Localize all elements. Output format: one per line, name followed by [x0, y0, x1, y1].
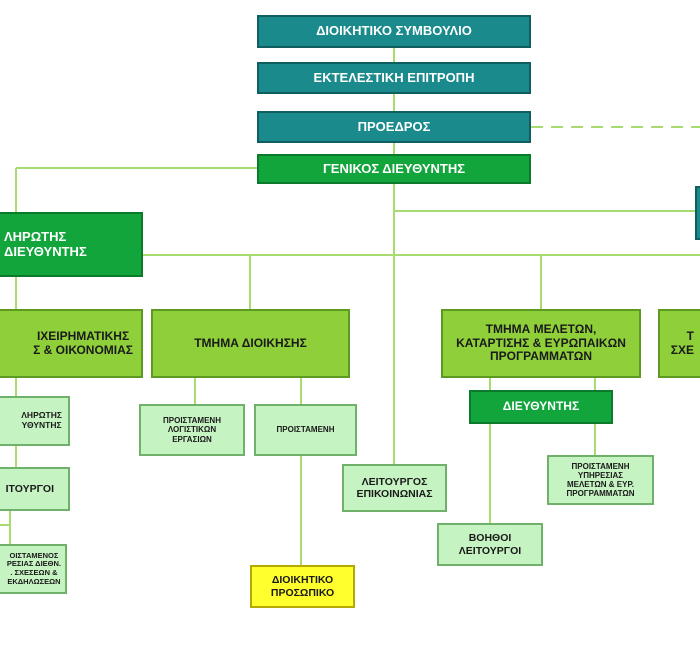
department-administration: ΤΜΗΜΑ ΔΙΟΙΚΗΣΗΣ [151, 309, 350, 378]
business-head-intl-box: ΟΙΣΤΑΜΕΝΟΣ ΡΕΣΙΑΣ ΔΙΕΘΝ. . ΣΧΕΣΕΩΝ & ΕΚΔ… [0, 544, 67, 594]
business-officers-box: ΙΤΟΥΡΓΟΙ [0, 467, 70, 511]
general-director-box: ΓΕΝΙΚΟΣ ΔΙΕΥΘΥΝΤΗΣ [257, 154, 531, 184]
right-edge-box [695, 186, 700, 240]
studies-director-box: ΔΙΕΥΘΥΝΤΗΣ [469, 390, 613, 424]
admin-staff-box: ΔΙΟΙΚΗΤΙΚΟ ΠΡΟΣΩΠΙΚΟ [250, 565, 355, 608]
board-box: ΔΙΟΙΚΗΤΙΚΟ ΣΥΜΒΟΥΛΙΟ [257, 15, 531, 48]
communication-officer-box: ΛΕΙΤΟΥΡΓΟΣ ΕΠΙΚΟΙΝΩΝΙΑΣ [342, 464, 447, 512]
business-deputy-box: ΛΗΡΩΤΗΣ ΥΘΥΝΤΗΣ [0, 396, 70, 446]
department-studies: ΤΜΗΜΑ ΜΕΛΕΤΩΝ, ΚΑΤΑΡΤΙΣΗΣ & ΕΥΡΩΠΑΙΚΩΝ Π… [441, 309, 641, 378]
president-box: ΠΡΟΕΔΡΟΣ [257, 111, 531, 143]
department-relations: Τ ΣΧΕ [658, 309, 700, 378]
assistant-officers-box: ΒΟΗΘΟΙ ΛΕΙΤΟΥΡΓΟΙ [437, 523, 543, 566]
executive-committee-box: ΕΚΤΕΛΕΣΤΙΚΗ ΕΠΙΤΡΟΠΗ [257, 62, 531, 94]
deputy-director-box: ΛΗΡΩΤΗΣ ΔΙΕΥΘΥΝΤΗΣ [0, 212, 143, 277]
head-studies-box: ΠΡΟΙΣΤΑΜΕΝΗ ΥΠΗΡΕΣΙΑΣ ΜΕΛΕΤΩΝ & ΕΥΡ. ΠΡΟ… [547, 455, 654, 505]
head-accounting-box: ΠΡΟΙΣΤΑΜΕΝΗ ΛΟΓΙΣΤΙΚΩΝ ΕΡΓΑΣΙΩΝ [139, 404, 245, 456]
head-box: ΠΡΟΙΣΤΑΜΕΝΗ [254, 404, 357, 456]
department-business: ΙΧΕΙΡΗΜΑΤΙΚΗΣ Σ & ΟΙΚΟΝΟΜΙΑΣ [0, 309, 143, 378]
